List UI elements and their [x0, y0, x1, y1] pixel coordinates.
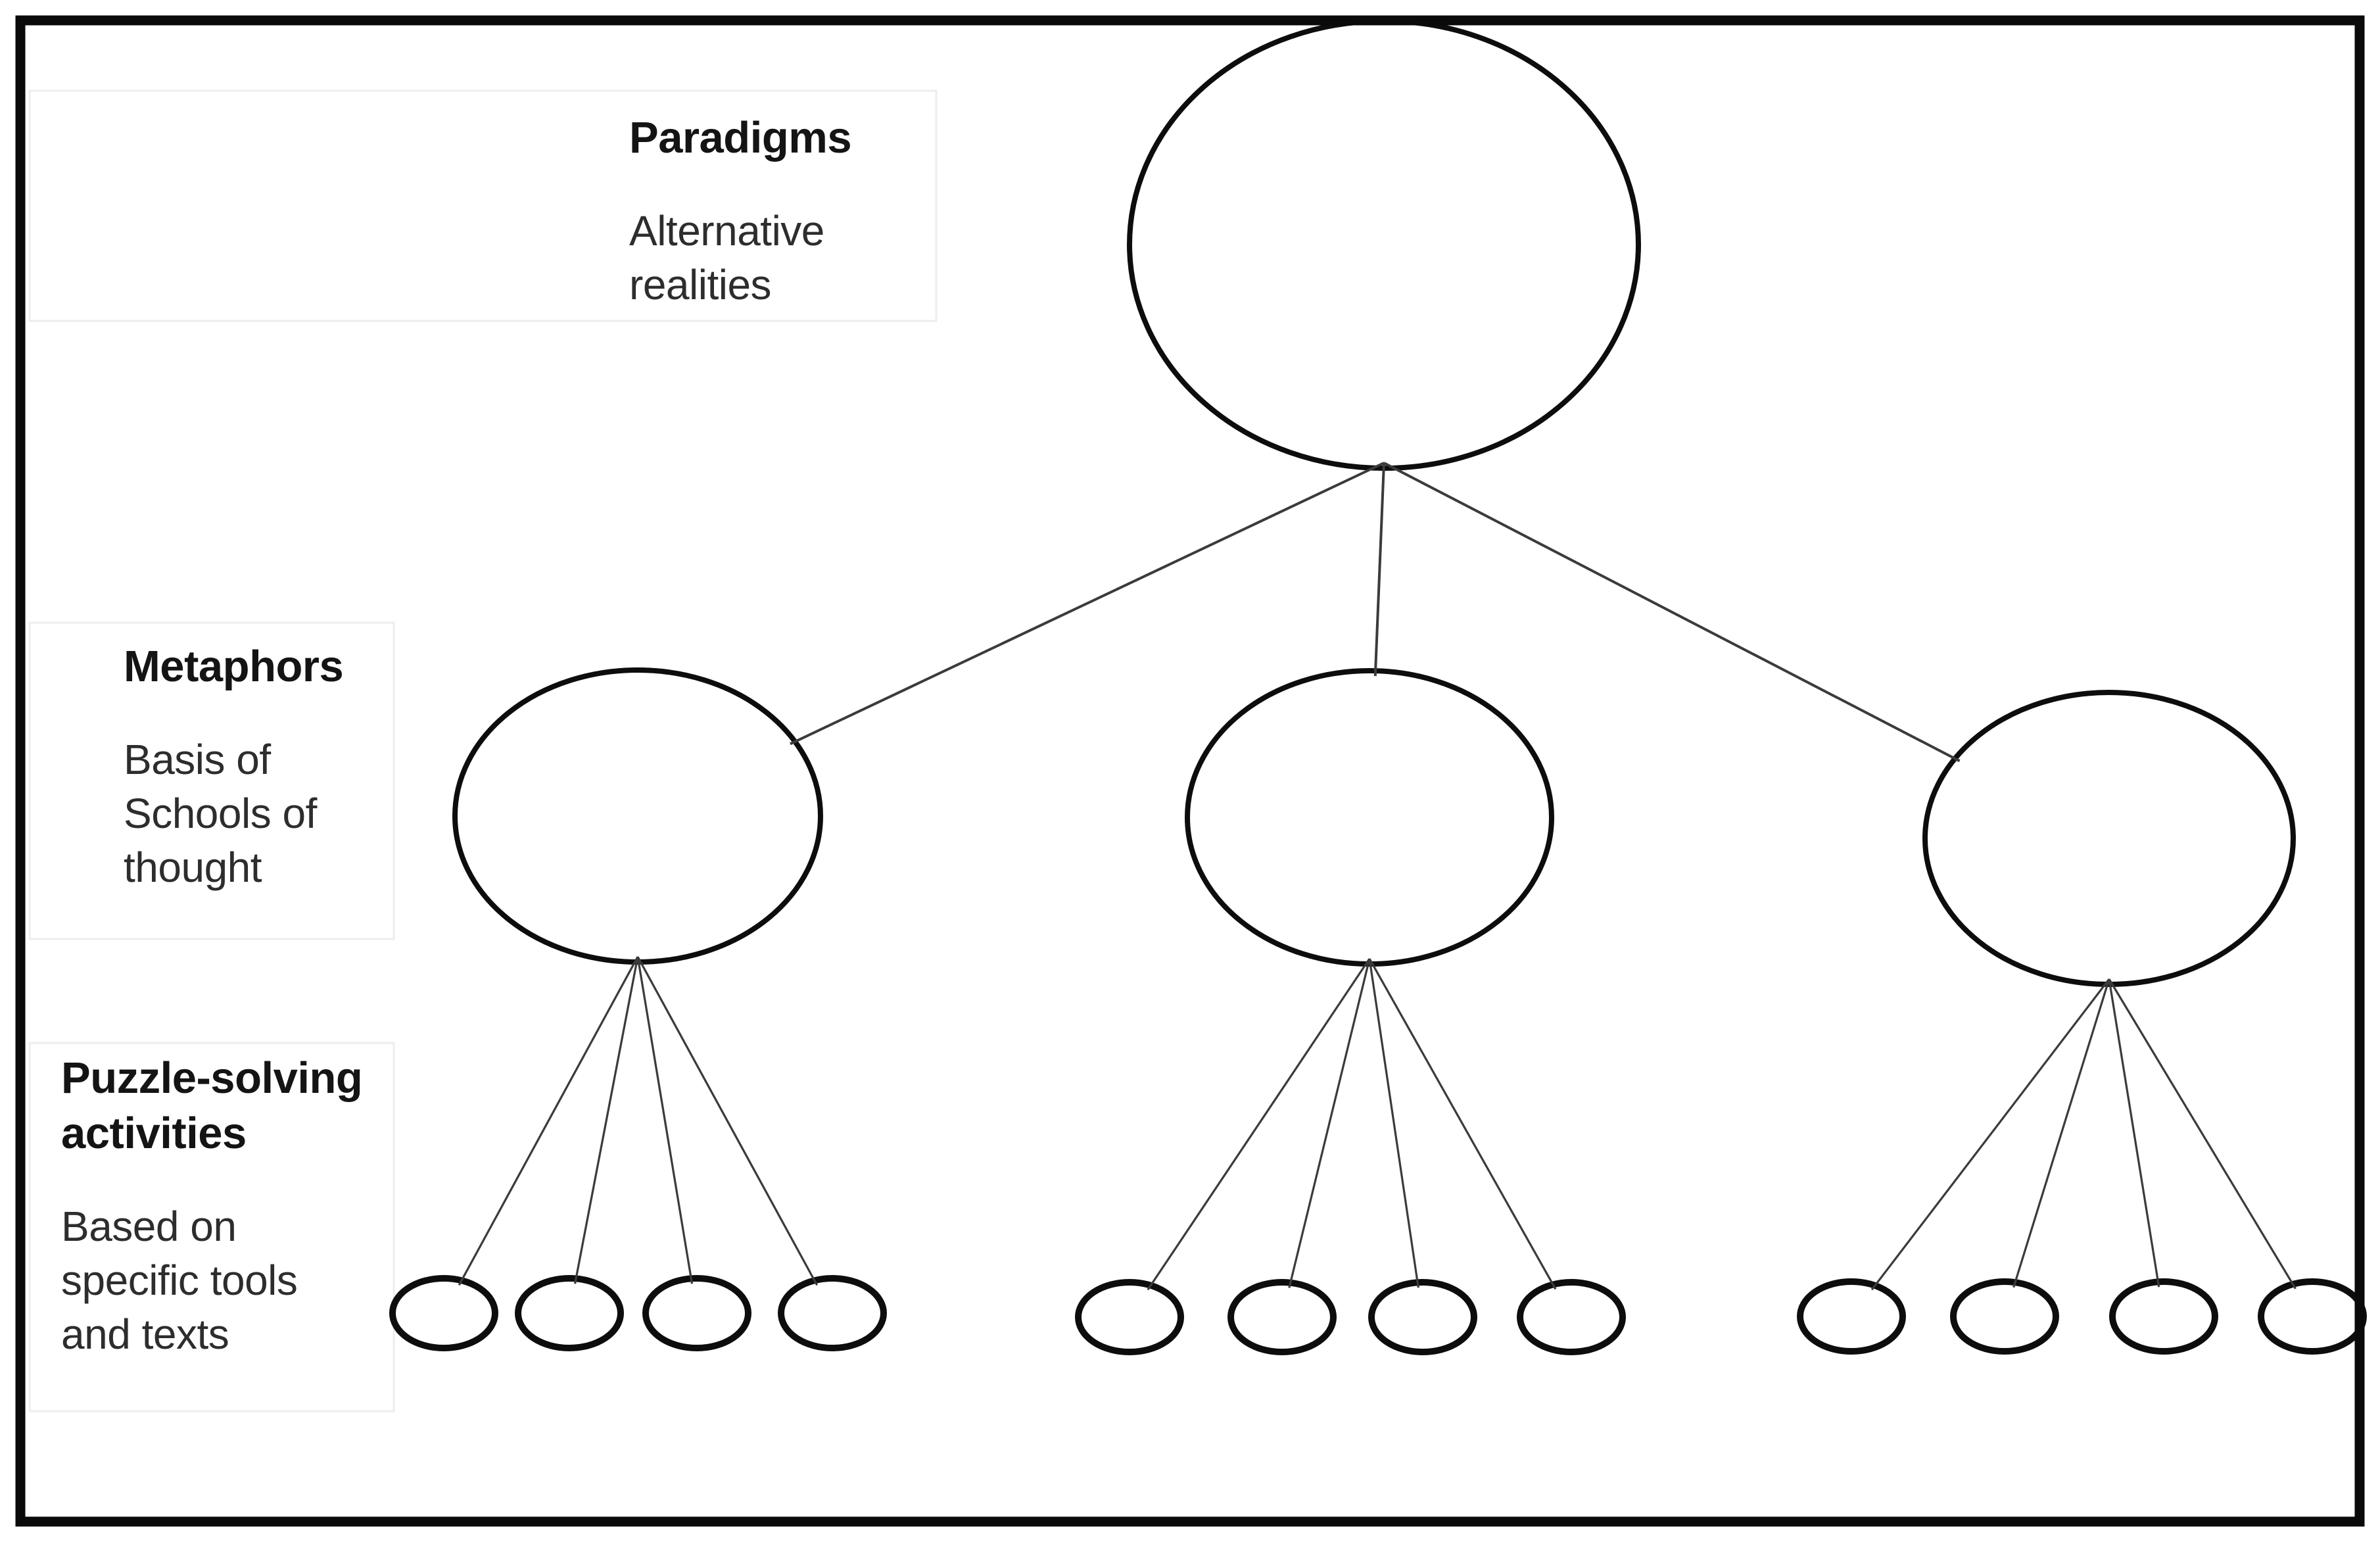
activity-ellipse-1-1: [1227, 1279, 1337, 1355]
activity-ellipse-1-0: [1075, 1279, 1184, 1355]
activity-ellipse-2-3: [2258, 1278, 2367, 1355]
edge-root-metaphor-1: [1373, 462, 1385, 677]
edge-metaphor1-activity-1: [1288, 958, 1371, 1288]
activity-ellipse-0-1: [515, 1275, 624, 1351]
activity-ellipse-2-0: [1797, 1278, 1906, 1355]
edge-metaphor0-activity-1: [574, 956, 639, 1284]
paradigms-text-placeholder-outline: [28, 89, 938, 322]
metaphor-circle-right: [1922, 690, 2296, 987]
label-puzzle-solving-body: Based on specific tools and texts: [61, 1203, 298, 1358]
edge-metaphor0-activity-0: [458, 956, 639, 1286]
edge-metaphor1-activity-0: [1147, 958, 1371, 1291]
activity-ellipse-2-1: [1950, 1278, 2059, 1355]
edge-metaphor2-activity-1: [2012, 978, 2110, 1288]
edge-metaphor2-activity-3: [2108, 978, 2297, 1289]
label-metaphors-title: Metaphors: [124, 642, 344, 691]
metaphors-text-placeholder-outline: [28, 621, 395, 940]
edge-root-metaphor-0: [790, 462, 1385, 746]
puzzle-text-placeholder-outline: [28, 1042, 395, 1412]
label-metaphors: Metaphors Basis of Schools of thought: [124, 639, 344, 894]
activity-ellipse-0-2: [642, 1275, 751, 1351]
outer-border: [15, 15, 2365, 1527]
edge-metaphor0-activity-2: [636, 956, 694, 1284]
metaphor-circle-left: [452, 667, 823, 965]
label-paradigms-body: Alternative realities: [629, 207, 824, 308]
edge-metaphor1-activity-2: [1368, 958, 1419, 1288]
metaphor-circle-center: [1185, 668, 1554, 967]
activity-ellipse-0-3: [778, 1275, 887, 1351]
edge-metaphor1-activity-3: [1368, 958, 1557, 1290]
edge-metaphor0-activity-3: [636, 956, 819, 1286]
activity-ellipse-0-0: [389, 1275, 498, 1351]
label-metaphors-body: Basis of Schools of thought: [124, 736, 317, 891]
label-paradigms-title: Paradigms: [629, 113, 852, 162]
activity-ellipse-1-3: [1517, 1279, 1626, 1355]
activity-ellipse-2-2: [2109, 1278, 2218, 1355]
label-puzzle-solving: Puzzle-solving activities Based on speci…: [61, 1051, 363, 1361]
paradigm-circle: [1127, 18, 1641, 471]
edge-metaphor2-activity-2: [2108, 978, 2160, 1288]
edge-metaphor2-activity-0: [1870, 978, 2110, 1291]
label-paradigms: Paradigms Alternative realities: [629, 110, 852, 312]
edge-root-metaphor-2: [1383, 462, 1961, 763]
label-puzzle-solving-title: Puzzle-solving: [61, 1053, 363, 1103]
activity-ellipse-1-2: [1368, 1279, 1477, 1355]
